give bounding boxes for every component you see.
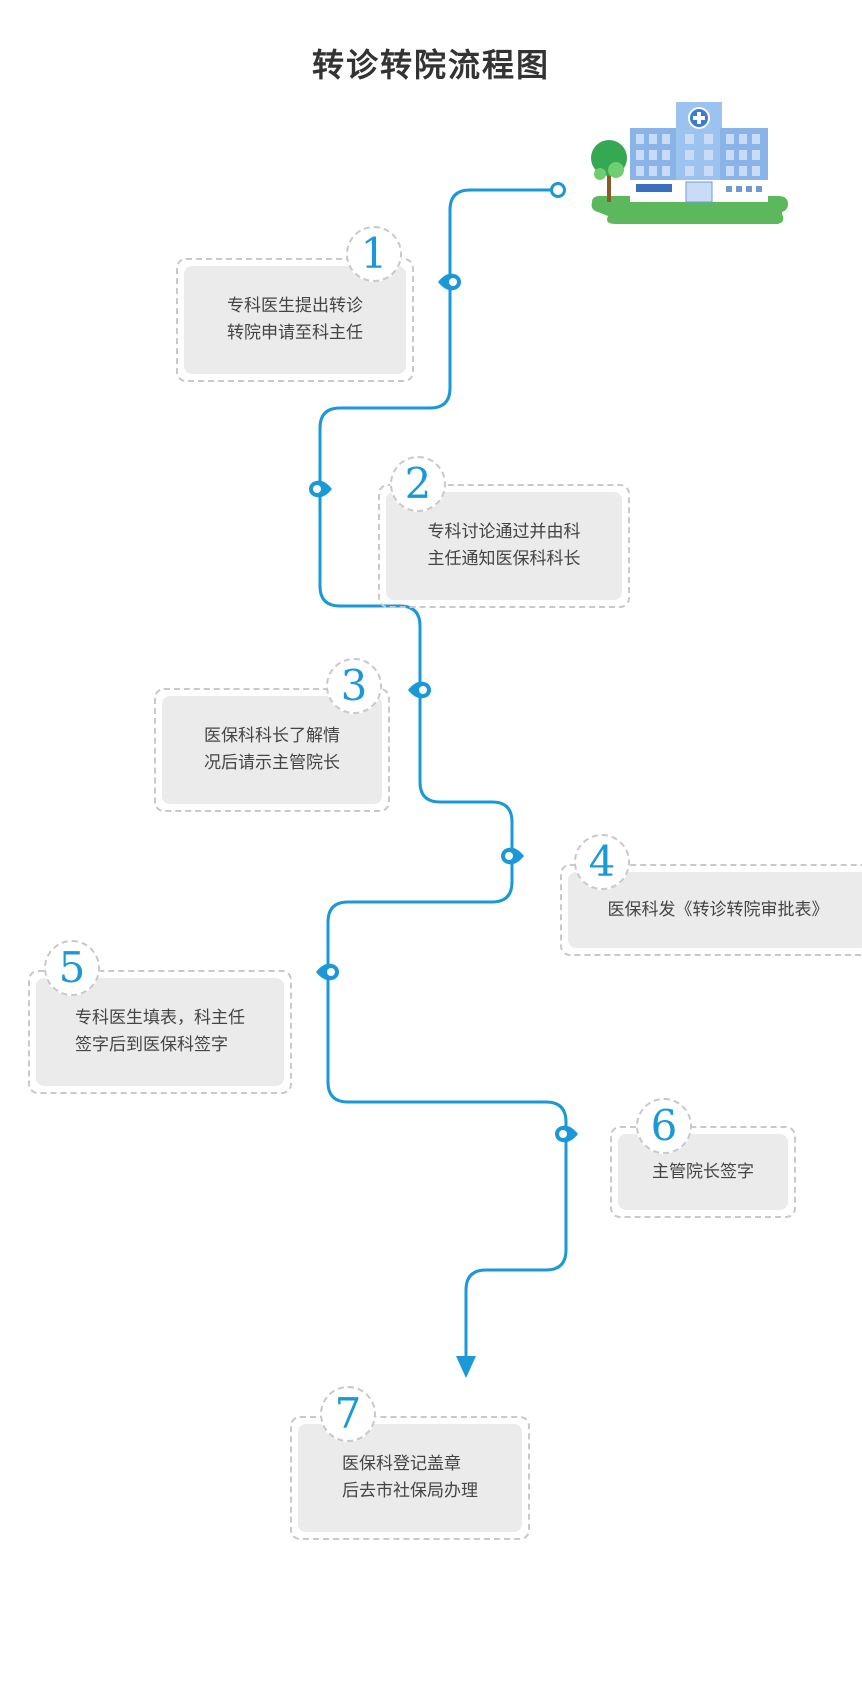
grass-icon	[591, 196, 788, 224]
step-number-badge-3: 3	[326, 658, 382, 714]
step-number-4: 4	[588, 837, 616, 886]
step-text-3: 医保科科长了解情 况后请示主管院长	[204, 726, 340, 773]
step-number-badge-4: 4	[574, 834, 630, 890]
step-card-5: 专科医生填表，科主任 签字后到医保科签字	[28, 970, 292, 1094]
step-text-7: 医保科登记盖章 后去市社保局办理	[342, 1454, 478, 1501]
step-number-7: 7	[334, 1389, 362, 1438]
flow-path	[318, 188, 568, 1362]
step-number-badge-5: 5	[44, 940, 100, 996]
step-card-1: 专科医生提出转诊 转院申请至科主任	[176, 258, 414, 382]
windows-left	[636, 134, 670, 176]
page-title: 转诊转院流程图	[311, 46, 550, 84]
step-text-6: 主管院长签字	[652, 1161, 754, 1182]
step-card-6: 主管院长签字	[610, 1126, 796, 1218]
step-number-2: 2	[404, 459, 432, 508]
step-text-5: 专科医生填表，科主任 签字后到医保科签字	[75, 1008, 245, 1055]
pin-marker-6	[555, 1125, 578, 1143]
step-number-6: 6	[650, 1101, 678, 1150]
step-number-3: 3	[340, 661, 368, 710]
flow-arrowhead	[456, 1356, 476, 1378]
windows-right	[726, 134, 760, 176]
step-card-inner: 医保科登记盖章 后去市社保局办理	[298, 1424, 522, 1532]
step-text-1: 专科医生提出转诊 转院申请至科主任	[227, 296, 363, 343]
pin-marker-1	[438, 273, 461, 291]
pin-marker-4	[501, 847, 524, 865]
hospital-illustration	[591, 102, 788, 224]
step-number-badge-1: 1	[346, 226, 402, 282]
flow-start-node	[550, 182, 566, 198]
step-card-2: 专科讨论通过并由科 主任通知医保科科长	[378, 484, 630, 608]
step-number-badge-7: 7	[320, 1386, 376, 1442]
step-card-inner: 医保科科长了解情 况后请示主管院长	[162, 696, 382, 804]
step-number-1: 1	[360, 229, 388, 278]
windows-center	[685, 134, 713, 176]
step-card-inner: 专科医生提出转诊 转院申请至科主任	[184, 266, 406, 374]
pin-marker-2	[309, 480, 332, 498]
pin-marker-5	[316, 963, 339, 981]
step-card-inner: 专科医生填表，科主任 签字后到医保科签字	[36, 978, 284, 1086]
step-card-7: 医保科登记盖章 后去市社保局办理	[290, 1416, 530, 1540]
tree-icon	[591, 140, 627, 202]
step-text-4: 医保科发《转诊转院审批表》	[607, 899, 829, 920]
step-card-3: 医保科科长了解情 况后请示主管院长	[154, 688, 390, 812]
pin-marker-3	[408, 681, 431, 699]
step-number-badge-6: 6	[636, 1098, 692, 1154]
step-number-5: 5	[58, 943, 86, 992]
step-card-inner: 专科讨论通过并由科 主任通知医保科科长	[386, 492, 622, 600]
medical-cross-icon	[688, 107, 710, 129]
step-number-badge-2: 2	[390, 456, 446, 512]
step-text-2: 专科讨论通过并由科 主任通知医保科科长	[427, 522, 581, 569]
